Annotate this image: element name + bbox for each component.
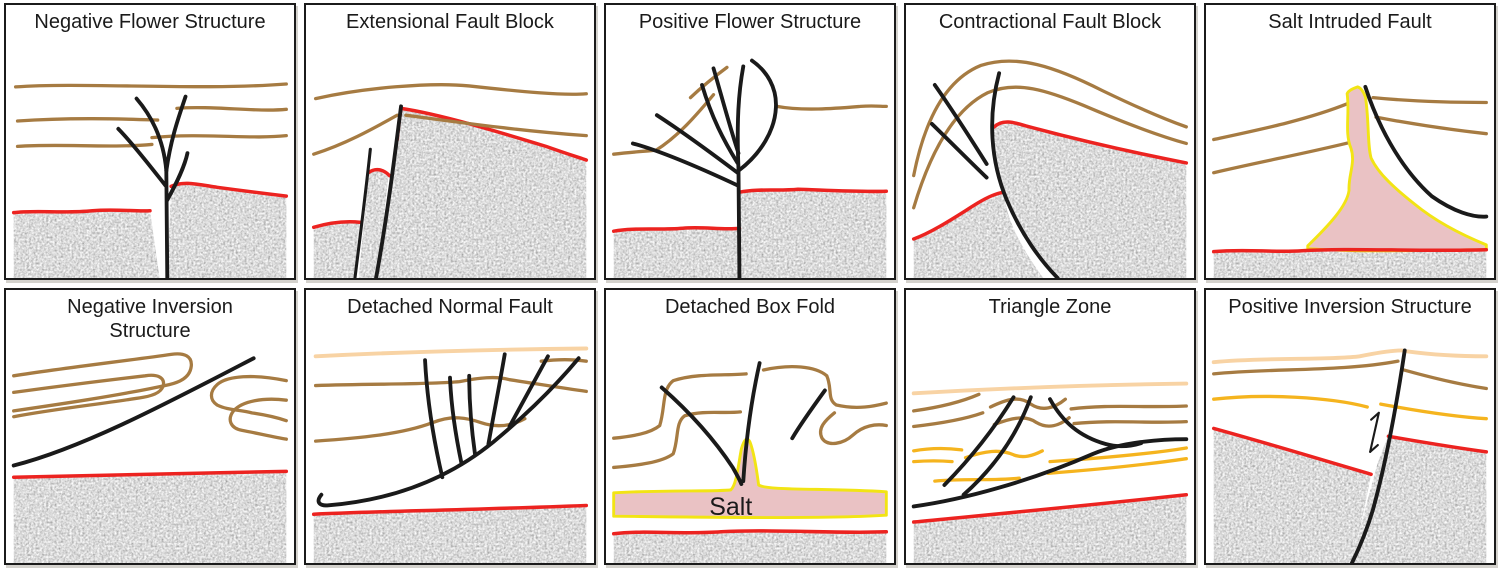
fault-lines [316, 352, 581, 508]
panel-extensional-fault-block: Extensional Fault Block [304, 3, 596, 280]
basement [11, 181, 289, 278]
unconformity-line [1386, 434, 1489, 454]
fault-lines [116, 94, 190, 278]
panel-positive-flower-structure: Positive Flower Structure [604, 3, 896, 280]
extensional-fault-drawing [311, 83, 589, 278]
salt-intruded-fault-drawing [1211, 84, 1489, 278]
triangle-zone-drawing [911, 381, 1189, 563]
unconformity-line [611, 529, 889, 536]
fault-line [1363, 84, 1489, 219]
unconformity-line [311, 503, 589, 517]
panel-negative-flower-structure: Negative Flower Structure [4, 3, 296, 280]
unconformity-line [911, 190, 1006, 241]
strata-layer-lines [612, 65, 888, 156]
salt-layer [612, 437, 888, 520]
salt-diapir [1306, 85, 1488, 253]
panel-detached-normal-fault: Detached Normal Fault [304, 288, 596, 565]
unconformity-line [11, 208, 152, 215]
unconformity-line [399, 106, 589, 162]
negative-inversion-drawing [11, 352, 289, 563]
positive-flower-drawing [611, 58, 889, 278]
basement [1211, 426, 1489, 563]
unconformity-line [911, 492, 1189, 524]
fault-line [11, 356, 256, 468]
unconformity-line [169, 181, 289, 198]
unconformity-line [311, 220, 363, 230]
fault-lines [930, 71, 1060, 278]
fault-lines [353, 104, 403, 278]
basement [11, 469, 289, 563]
strata-layer-lines [911, 381, 1189, 483]
basement [311, 503, 589, 563]
strata-layer-lines [1211, 348, 1489, 421]
strata-layer-lines [312, 83, 588, 156]
salt-label: Salt [709, 493, 752, 521]
basement [911, 492, 1189, 563]
fault-line [1350, 348, 1407, 563]
fault-lines [659, 361, 827, 486]
unconformity-line [366, 167, 392, 178]
fault-lines [630, 58, 778, 278]
detached-box-fold-drawing: Salt [611, 361, 889, 563]
fault-lines [911, 395, 1189, 509]
panel-positive-inversion-structure: Positive Inversion Structure [1204, 288, 1496, 565]
unconformity-line [737, 187, 889, 194]
unconformity-line [1211, 247, 1489, 254]
detached-normal-fault-drawing [311, 346, 589, 563]
strata-fold-lines [12, 352, 288, 441]
positive-inversion-drawing [1211, 348, 1489, 563]
basement [611, 187, 889, 278]
strata-fold-lines [612, 365, 888, 470]
contractional-fault-drawing [911, 59, 1189, 278]
unconformity-line [611, 225, 742, 233]
strata-layer-lines [1212, 95, 1488, 175]
basement [1213, 249, 1487, 278]
unconformity-line [11, 469, 289, 479]
unconformity-line [1211, 426, 1373, 477]
strata-layer-lines [13, 82, 288, 149]
panel-triangle-zone: Triangle Zone [904, 288, 1196, 565]
panel-negative-inversion-structure: Negative Inversion Structure [4, 288, 296, 565]
slip-arrow [1369, 411, 1380, 453]
basement [311, 106, 589, 278]
unconformity-line [992, 120, 1189, 165]
basement [611, 529, 889, 563]
panel-salt-intruded-fault: Salt Intruded Fault [1204, 3, 1496, 280]
panel-contractional-fault-block: Contractional Fault Block [904, 3, 1196, 280]
basement [911, 120, 1189, 278]
negative-flower-drawing [11, 82, 289, 278]
strata-layer-lines [912, 59, 1188, 210]
strata-layer-lines [313, 346, 589, 443]
panel-detached-box-fold: Detached Box Fold Salt [604, 288, 896, 565]
